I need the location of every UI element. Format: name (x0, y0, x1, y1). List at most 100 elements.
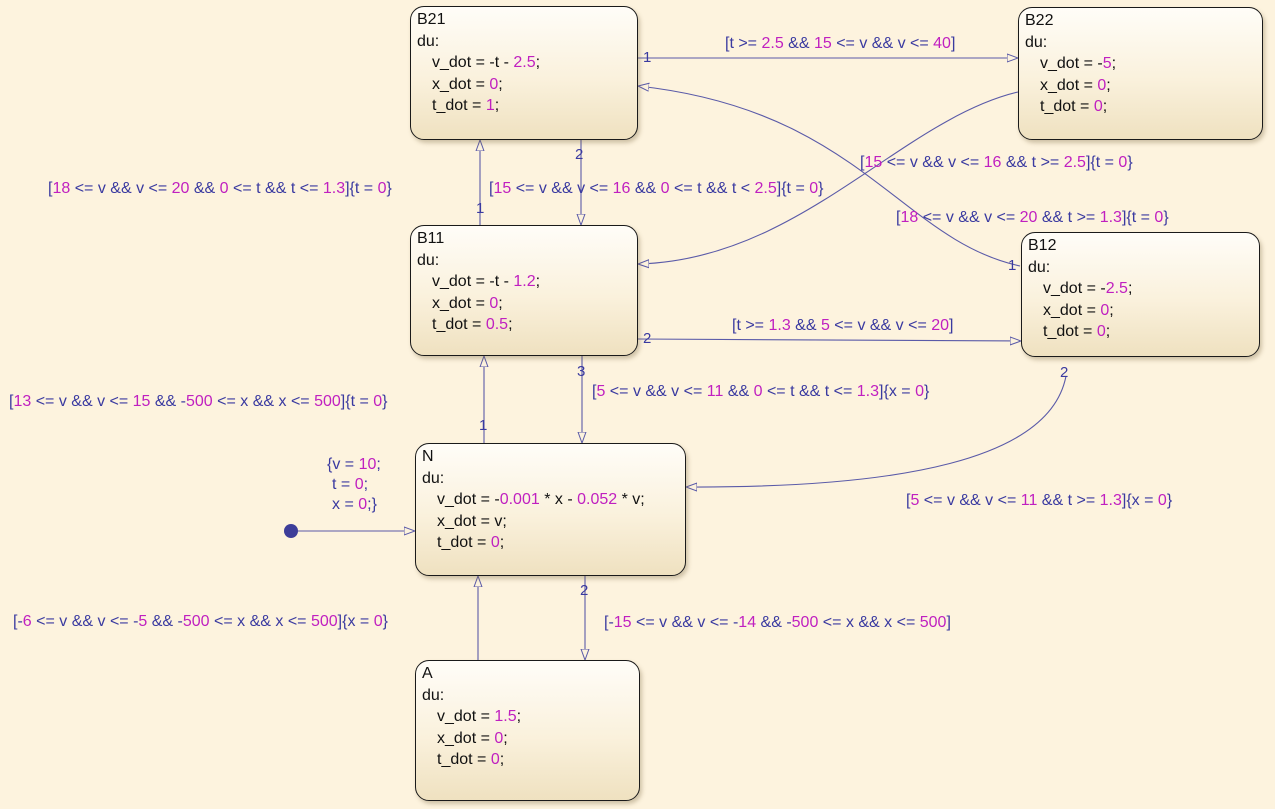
order-b11-b21: 1 (476, 200, 485, 217)
numeric-literal: 5 (138, 613, 148, 630)
numeric-literal: 15 (613, 614, 632, 631)
transition-wire-b11-b12[interactable] (637, 339, 1021, 341)
numeric-literal: 0 (373, 613, 383, 630)
transition-label-n-a[interactable]: [-15 <= v && v <= -14 && -500 <= x && x … (604, 613, 951, 633)
order-b21-b22: 1 (643, 49, 652, 66)
code-text: ]{t = (345, 180, 378, 197)
numeric-literal: 0 (1154, 209, 1164, 226)
order-b11-b12: 2 (643, 330, 652, 347)
transition-wire-b12-n[interactable] (686, 375, 1067, 487)
code-text: [ (9, 393, 14, 410)
code-text: ; (494, 97, 500, 114)
code-text: x_dot = (432, 75, 490, 93)
numeric-literal: 0 (1118, 154, 1128, 171)
transition-label-a-n[interactable]: [-6 <= v && v <= -5 && -500 <= x && x <=… (13, 612, 388, 632)
code-text: <= v && v <= - (31, 613, 139, 630)
code-text: } (1163, 209, 1169, 226)
code-text: } (1166, 492, 1173, 509)
numeric-literal: 0 (915, 383, 924, 400)
transition-label-b22-b11[interactable]: [15 <= v && v <= 16 && t >= 2.5]{t = 0} (860, 153, 1133, 173)
code-text: <= v && v <= (31, 393, 133, 410)
code-text: } (386, 180, 392, 197)
numeric-literal: 16 (983, 154, 1002, 171)
code-text: <= v && v <= (70, 180, 172, 197)
numeric-literal: 20 (1019, 209, 1038, 226)
code-text: <= x && x <= (818, 614, 920, 631)
transition-label-b11-b12[interactable]: [t >= 1.3 && 5 <= v && v <= 20] (732, 316, 954, 336)
state-action-section: du: (422, 686, 445, 704)
state-action-line: v_dot = -0.001 * x - 0.052 * v; (422, 489, 685, 511)
code-text: [ (906, 492, 911, 509)
numeric-literal: 500 (314, 393, 341, 410)
state-action-line: v_dot = -5; (1025, 53, 1262, 75)
code-text: } (923, 383, 930, 400)
transition-label-n-b11[interactable]: [13 <= v && v <= 15 && -500 <= x && x <=… (9, 392, 388, 412)
code-text: ; (376, 456, 381, 473)
numeric-literal: 1.3 (768, 317, 791, 334)
numeric-literal: 0 (809, 180, 819, 197)
code-text: v_dot = - (1043, 280, 1106, 297)
code-text: x_dot = (1043, 301, 1101, 319)
numeric-literal: 2.5 (513, 54, 536, 71)
transition-label-b12-b21[interactable]: [18 <= v && v <= 20 && t >= 1.3]{t = 0} (896, 208, 1169, 228)
default-transition-label[interactable]: {v = 10;t = 0;x = 0;} (327, 455, 381, 515)
code-text: <= v && v <= (919, 492, 1021, 509)
numeric-literal: 500 (919, 614, 947, 631)
code-text: ; (535, 273, 541, 290)
numeric-literal: 0 (1157, 492, 1167, 509)
transition-label-b12-n[interactable]: [5 <= v && v <= 11 && t >= 1.3]{x = 0} (906, 491, 1172, 511)
numeric-literal: 11 (706, 383, 724, 400)
numeric-literal: 500 (310, 613, 338, 630)
numeric-literal: 5 (820, 317, 830, 334)
code-text: v_dot = - (1040, 55, 1103, 72)
numeric-literal: 0 (354, 476, 364, 493)
state-action-section: du: (1025, 33, 1048, 51)
code-text: t_dot = (432, 97, 486, 114)
numeric-literal: 1.3 (1099, 492, 1122, 509)
state-action-line: t_dot = 0; (1028, 321, 1259, 343)
code-text: ] (950, 35, 956, 52)
transition-wire-b12-b21[interactable] (638, 86, 1021, 267)
code-text: } (382, 393, 388, 410)
default-transition-dot (284, 524, 298, 538)
state-action-line: x_dot = 0; (1025, 75, 1262, 97)
numeric-literal: 0.5 (485, 316, 509, 333)
code-text: ; (503, 729, 508, 747)
state-name: B11 (417, 230, 445, 247)
order-b12-b21: 1 (1008, 257, 1017, 274)
code-text: } (1127, 154, 1133, 171)
transition-label-b11-n[interactable]: [5 <= v && v <= 11 && 0 <= t && t <= 1.3… (592, 382, 929, 402)
code-text: ]{x = (879, 383, 916, 400)
transition-label-b11-b21[interactable]: [18 <= v && v <= 20 && 0 <= t && t <= 1.… (48, 179, 392, 199)
state-action-line: v_dot = -t - 2.5; (417, 52, 637, 74)
order-n-b11: 1 (479, 417, 488, 434)
state-action-line: t_dot = 0.5; (417, 314, 637, 336)
code-text: [ (592, 383, 597, 400)
numeric-literal: 2.5 (1063, 154, 1086, 171)
code-text: <= t && t <= (228, 180, 323, 197)
code-text: v_dot = (437, 708, 495, 725)
state-action-line: x_dot = 0; (422, 728, 639, 750)
code-text: } (818, 180, 824, 197)
numeric-literal: 15 (813, 35, 832, 52)
code-text: v_dot = -t - (432, 273, 514, 290)
state-action-section: du: (1028, 258, 1051, 276)
code-text: ; (498, 294, 503, 312)
transition-wire-b22-b11[interactable] (638, 91, 1019, 264)
numeric-literal: 0 (1097, 76, 1107, 94)
numeric-literal: 0 (490, 534, 500, 551)
transition-label-b21-b22[interactable]: [t >= 2.5 && 15 <= v && v <= 40] (725, 34, 955, 54)
code-text: t_dot = (437, 534, 491, 551)
code-text: ; (516, 708, 522, 725)
transition-label-b21-b11[interactable]: [15 <= v && v <= 16 && 0 <= t && t < 2.5… (489, 179, 823, 199)
code-text: ; (499, 751, 505, 768)
numeric-literal: 15 (493, 180, 512, 197)
code-text: [ (48, 180, 53, 197)
code-text: && (189, 180, 220, 197)
